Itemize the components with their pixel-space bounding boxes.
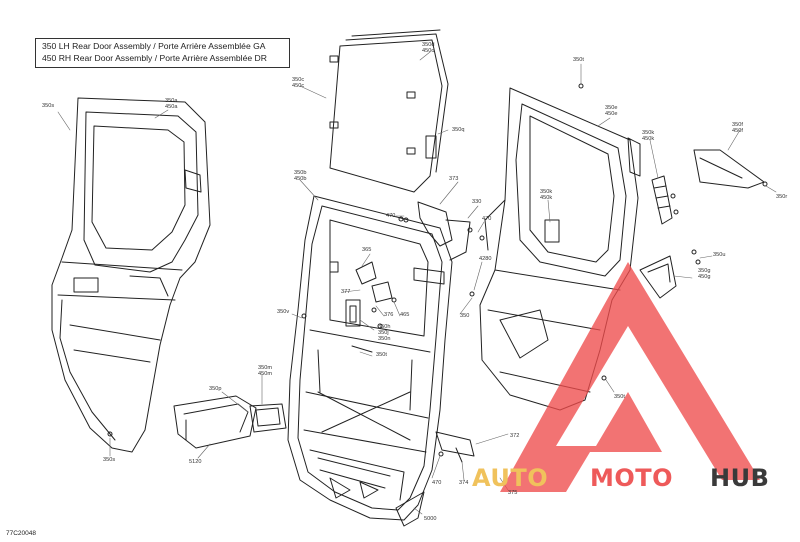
corner-trim: [693, 149, 768, 189]
watermark-moto: MOTO: [590, 464, 674, 492]
callout-350s: 350s: [42, 103, 55, 109]
title-line-rh: 450 RH Rear Door Assembly / Porte Arrièr…: [42, 53, 267, 63]
door-handle: [651, 175, 673, 225]
upper-hinge-bracket: [417, 201, 471, 261]
door-trim-interior: [479, 87, 641, 411]
callout-350p: 350p: [209, 386, 222, 392]
lower-hinge-bracket: [435, 431, 475, 463]
callout-470-c: 470: [432, 480, 442, 486]
callout-374: 374: [459, 480, 469, 486]
callout-350v: 350v: [277, 309, 290, 315]
door-panel-exterior: [51, 97, 211, 453]
callout-350u: 350u: [713, 252, 726, 258]
callout-350: 350: [460, 313, 470, 319]
callout-376: 376: [384, 312, 394, 318]
automotohub-logo: [500, 262, 760, 492]
callout-350t-top: 350t: [573, 57, 584, 63]
callout-470-b: 470: [482, 216, 492, 222]
callout-350t-right: 350t: [614, 394, 625, 400]
title-line-lh: 350 LH Rear Door Assembly / Porte Arrièr…: [42, 41, 266, 51]
callout-470-a: 470: [386, 213, 396, 219]
latch-mechanism: [345, 261, 393, 353]
callout-377: 377: [341, 289, 351, 295]
seal-strip: [395, 491, 425, 527]
callout-5000: 5000: [424, 516, 437, 522]
callout-350r: 350r: [776, 194, 788, 200]
storage-pocket: [173, 395, 257, 449]
callout-375: 375: [508, 490, 518, 496]
watermark-hub: HUB: [710, 464, 770, 492]
window-glass: [329, 29, 449, 193]
lower-bracket: [639, 255, 677, 299]
callout-372: 372: [510, 433, 520, 439]
callout-330: 330: [472, 199, 482, 205]
callout-365: 365: [362, 247, 372, 253]
callout-350q: 350q: [452, 127, 465, 133]
watermark-auto: AUTO: [472, 464, 549, 492]
callout-5120: 5120: [189, 459, 202, 465]
callout-4280: 4280: [479, 256, 492, 262]
callout-373: 373: [449, 176, 459, 182]
callout-465: 465: [400, 312, 410, 318]
diagram-code: 77C20048: [6, 530, 36, 537]
callout-350s-bottom: 350s: [103, 457, 116, 463]
callout-350t-mid: 350t: [376, 352, 387, 358]
assembly-title-box: 350 LH Rear Door Assembly / Porte Arrièr…: [35, 38, 290, 68]
leader-lines: [57, 51, 777, 515]
door-frame: [287, 195, 453, 521]
